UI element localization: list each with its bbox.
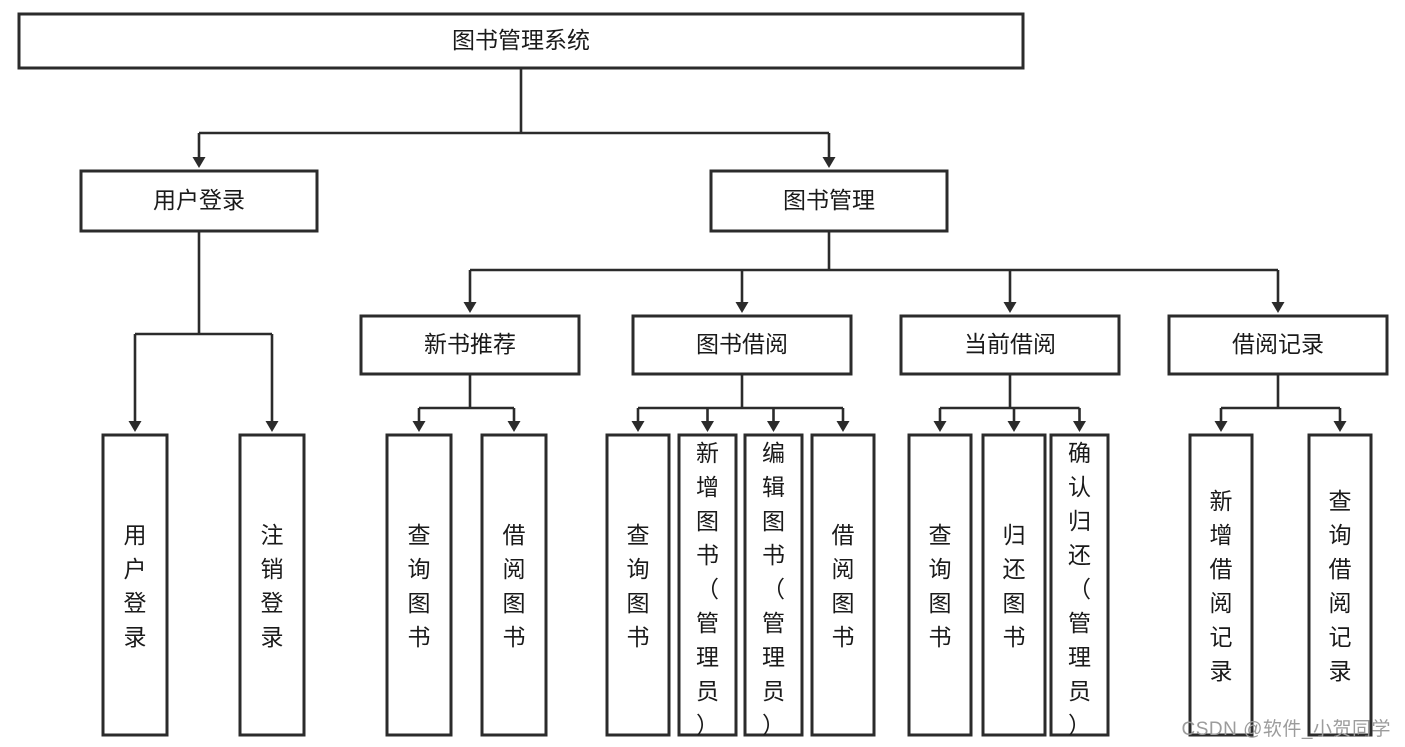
node-box-leaf-edit-book <box>743 433 804 737</box>
node-label-leaf-query-book-rec: 查询图书 <box>408 522 431 650</box>
node-box-book-borrow <box>631 314 853 376</box>
node-box-leaf-borrow-book <box>810 433 876 737</box>
node-box-leaf-confirm-return <box>1049 433 1110 737</box>
node-new-book-recommend: 新书推荐 <box>359 314 581 376</box>
node-label-leaf-user-login: 用户登录 <box>124 522 147 650</box>
node-label-leaf-edit-book: 编辑图书（管理员） <box>762 440 785 738</box>
node-label-new-book-recommend: 新书推荐 <box>424 331 516 357</box>
node-leaf-user-login: 用户登录 <box>101 433 169 737</box>
node-leaf-user-logout: 注销登录 <box>238 433 306 737</box>
node-root: 图书管理系统 <box>17 12 1025 70</box>
node-label-leaf-query-book-current: 查询图书 <box>929 522 952 650</box>
node-label-book-manage: 图书管理 <box>783 187 875 213</box>
node-box-user-login <box>79 169 319 233</box>
node-box-new-book-recommend <box>359 314 581 376</box>
node-label-leaf-return-book: 归还图书 <box>1003 522 1026 650</box>
node-label-current-borrow: 当前借阅 <box>964 331 1056 357</box>
node-leaf-query-book-rec: 查询图书 <box>385 433 453 737</box>
edges-layer <box>128 68 1347 432</box>
node-leaf-edit-book: 编辑图书（管理员） <box>743 433 804 738</box>
node-label-leaf-add-book: 新增图书（管理员） <box>696 440 719 738</box>
node-leaf-return-book: 归还图书 <box>981 433 1047 737</box>
node-leaf-query-record: 查询借阅记录 <box>1307 433 1373 737</box>
node-book-borrow: 图书借阅 <box>631 314 853 376</box>
node-leaf-query-book-borrow: 查询图书 <box>605 433 671 737</box>
node-label-leaf-confirm-return: 确认归还（管理员） <box>1068 440 1091 738</box>
node-label-leaf-query-book-borrow: 查询图书 <box>627 522 650 650</box>
node-label-leaf-query-record: 查询借阅记录 <box>1329 488 1352 684</box>
node-box-leaf-query-book-borrow <box>605 433 671 737</box>
node-label-leaf-user-logout: 注销登录 <box>261 522 284 650</box>
node-user-login: 用户登录 <box>79 169 319 233</box>
node-box-leaf-add-book <box>677 433 738 737</box>
node-box-root <box>17 12 1025 70</box>
node-box-leaf-query-book-current <box>907 433 973 737</box>
node-leaf-borrow-book: 借阅图书 <box>810 433 876 737</box>
node-box-leaf-query-book-rec <box>385 433 453 737</box>
node-label-leaf-borrow-book-rec: 借阅图书 <box>503 522 526 650</box>
node-box-leaf-add-record <box>1188 433 1254 737</box>
node-book-manage: 图书管理 <box>709 169 949 233</box>
watermark-text: CSDN @软件_小贺同学 <box>1181 719 1391 740</box>
node-leaf-borrow-book-rec: 借阅图书 <box>480 433 548 737</box>
node-box-leaf-query-record <box>1307 433 1373 737</box>
node-leaf-confirm-return: 确认归还（管理员） <box>1049 433 1110 738</box>
node-box-book-manage <box>709 169 949 233</box>
node-box-leaf-borrow-book-rec <box>480 433 548 737</box>
node-label-user-login: 用户登录 <box>153 187 245 213</box>
node-label-root: 图书管理系统 <box>452 27 590 53</box>
node-leaf-query-book-current: 查询图书 <box>907 433 973 737</box>
node-leaf-add-record: 新增借阅记录 <box>1188 433 1254 737</box>
node-borrow-records: 借阅记录 <box>1167 314 1389 376</box>
node-leaf-add-book: 新增图书（管理员） <box>677 433 738 738</box>
node-box-current-borrow <box>899 314 1121 376</box>
node-box-borrow-records <box>1167 314 1389 376</box>
node-label-leaf-borrow-book: 借阅图书 <box>832 522 855 650</box>
node-label-leaf-add-record: 新增借阅记录 <box>1210 488 1233 684</box>
node-box-leaf-user-logout <box>238 433 306 737</box>
node-box-leaf-return-book <box>981 433 1047 737</box>
node-label-book-borrow: 图书借阅 <box>696 331 788 357</box>
node-current-borrow: 当前借阅 <box>899 314 1121 376</box>
node-box-leaf-user-login <box>101 433 169 737</box>
node-label-borrow-records: 借阅记录 <box>1232 331 1324 357</box>
nodes-layer: 图书管理系统用户登录图书管理新书推荐图书借阅当前借阅借阅记录用户登录注销登录查询… <box>17 12 1389 738</box>
